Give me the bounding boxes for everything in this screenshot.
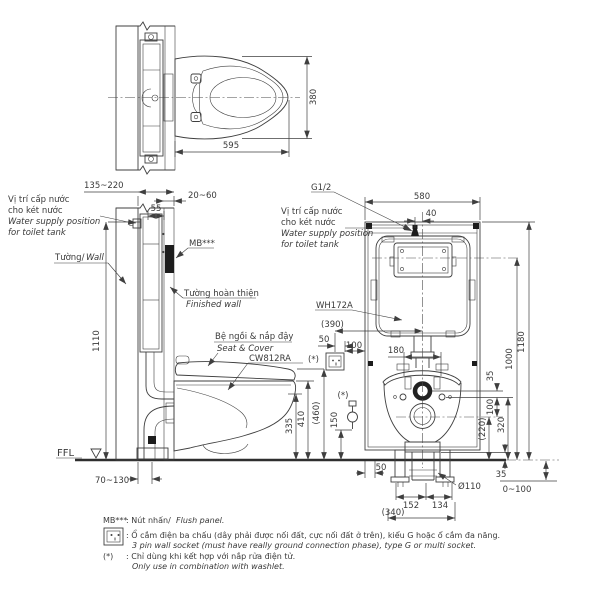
finished-wall-label-vn: Tường hoàn thiện [183, 288, 259, 299]
dim-335: 335 [285, 418, 295, 434]
dim-55: 55 [151, 204, 162, 214]
supply-label-line3: Water supply position [281, 229, 373, 239]
note-star-en: Only use in combination with washlet. [132, 562, 285, 571]
frame-leg [439, 449, 451, 478]
dim-220: (220) [478, 418, 488, 441]
seat-hinge [190, 112, 202, 122]
wall-section-plan [115, 25, 139, 171]
supply-label-line4: for toilet tank [8, 228, 67, 238]
dim-70-130: 70~130 [95, 476, 129, 486]
dim-50-bottom: 50 [376, 463, 387, 473]
concealed-tank [370, 225, 476, 368]
seat-cover-label-en: Seat & Cover [217, 344, 274, 354]
water-supply-label-side: Vị trí cấp nước cho két nước Water suppl… [8, 194, 137, 238]
dim-410: 410 [297, 411, 307, 427]
frame-leg [394, 449, 406, 478]
dim-390: (390) [321, 320, 344, 330]
flush-panel-label: MB*** [189, 239, 215, 249]
front-view: Vị trí cấp nước cho két nước Water suppl… [281, 183, 557, 521]
toilet-side [173, 355, 297, 454]
dim-1180: 1180 [517, 331, 527, 353]
washlet-supply-symbol [347, 400, 358, 429]
note-star-vn: : Chỉ dùng khi kết hợp với nắp rửa điện … [126, 551, 295, 561]
notes-legend: MB*** : Nút nhấn/ Flush panel. : Ổ cắm đ… [103, 515, 500, 571]
model-label: CW812RA [249, 354, 291, 364]
dim-20-60: 20~60 [188, 191, 217, 201]
washlet-point-ref: (*) [338, 391, 349, 401]
supply-label-line4: for toilet tank [281, 240, 340, 250]
supply-thread-label: G1/2 [311, 183, 331, 193]
washlet-note-ref: (*) [308, 355, 319, 365]
note-socket-vn: : Ổ cắm điện ba chấu (dây phải được nối … [126, 528, 500, 541]
dim-340: (340) [382, 508, 405, 518]
dim-135-220: 135~220 [84, 181, 124, 191]
socket-legend-icon [103, 527, 124, 546]
wall-socket-icon [325, 352, 345, 371]
note-star-key: (*) [103, 552, 113, 561]
ffl-label: FFL [57, 448, 75, 459]
dim-100: 100 [486, 399, 496, 415]
supply-connection [411, 229, 419, 236]
dim-320: 320 [497, 417, 507, 433]
dim-50-socket: 50 [319, 335, 330, 345]
drain-elbow [143, 405, 175, 459]
finished-wall-label-en: Finished wall [186, 300, 242, 310]
supply-label-line2: cho két nước [281, 217, 336, 228]
wall-label-vn: Tường/ [54, 252, 85, 263]
dim-152: 152 [403, 501, 419, 511]
supply-label-line1: Vị trí cấp nước [281, 206, 343, 217]
dim-150: 150 [330, 412, 340, 428]
dim-595: 595 [223, 141, 239, 151]
tank-model-label: WH172A [316, 301, 353, 311]
flush-panel [165, 245, 174, 273]
dim-40: 40 [426, 209, 437, 219]
dim-460: (460) [312, 402, 322, 425]
dim-35-bottom: 35 [496, 470, 507, 480]
note-mb-vn: : Nút nhấn/ [126, 515, 171, 525]
note-mb-key: MB*** [103, 516, 127, 525]
wall-section-side [115, 207, 139, 461]
note-mb-en: Flush panel. [176, 516, 224, 525]
dim-1000: 1000 [505, 348, 515, 370]
dim-100-socket: 100 [346, 341, 362, 351]
dim-1110: 1110 [92, 330, 102, 352]
note-socket-en: 3 pin wall socket (must have really grou… [132, 541, 476, 550]
dim-35-top: 35 [486, 371, 496, 382]
finished-wall-side [163, 207, 175, 461]
wall-label-en: Wall [86, 253, 105, 263]
supply-label-line3: Water supply position [8, 217, 100, 227]
seat-cover-label-vn: Bệ ngồi & nắp đậy [215, 331, 293, 342]
drain-diameter-label: Ø110 [458, 481, 481, 492]
supply-label-line2: cho két nước [8, 205, 63, 216]
seat-cover-side [174, 361, 296, 381]
water-supply-label-front: Vị trí cấp nước cho két nước Water suppl… [281, 206, 413, 250]
in-wall-frame-plan [139, 32, 174, 164]
dim-134: 134 [432, 501, 448, 511]
dim-580: 580 [414, 192, 430, 202]
dim-380: 380 [309, 89, 319, 105]
side-view: Vị trí cấp nước cho két nước Water suppl… [8, 181, 358, 486]
dim-floor-range: 0~100 [503, 485, 532, 495]
bowl-side [173, 380, 297, 452]
dim-180: 180 [388, 346, 404, 356]
level-mark [90, 448, 102, 459]
finished-wall-plan [164, 25, 176, 171]
seat-hinge [190, 73, 202, 84]
access-window [393, 242, 453, 278]
top-view: 380 595 [108, 21, 319, 175]
supply-label-line1: Vị trí cấp nước [8, 194, 70, 205]
